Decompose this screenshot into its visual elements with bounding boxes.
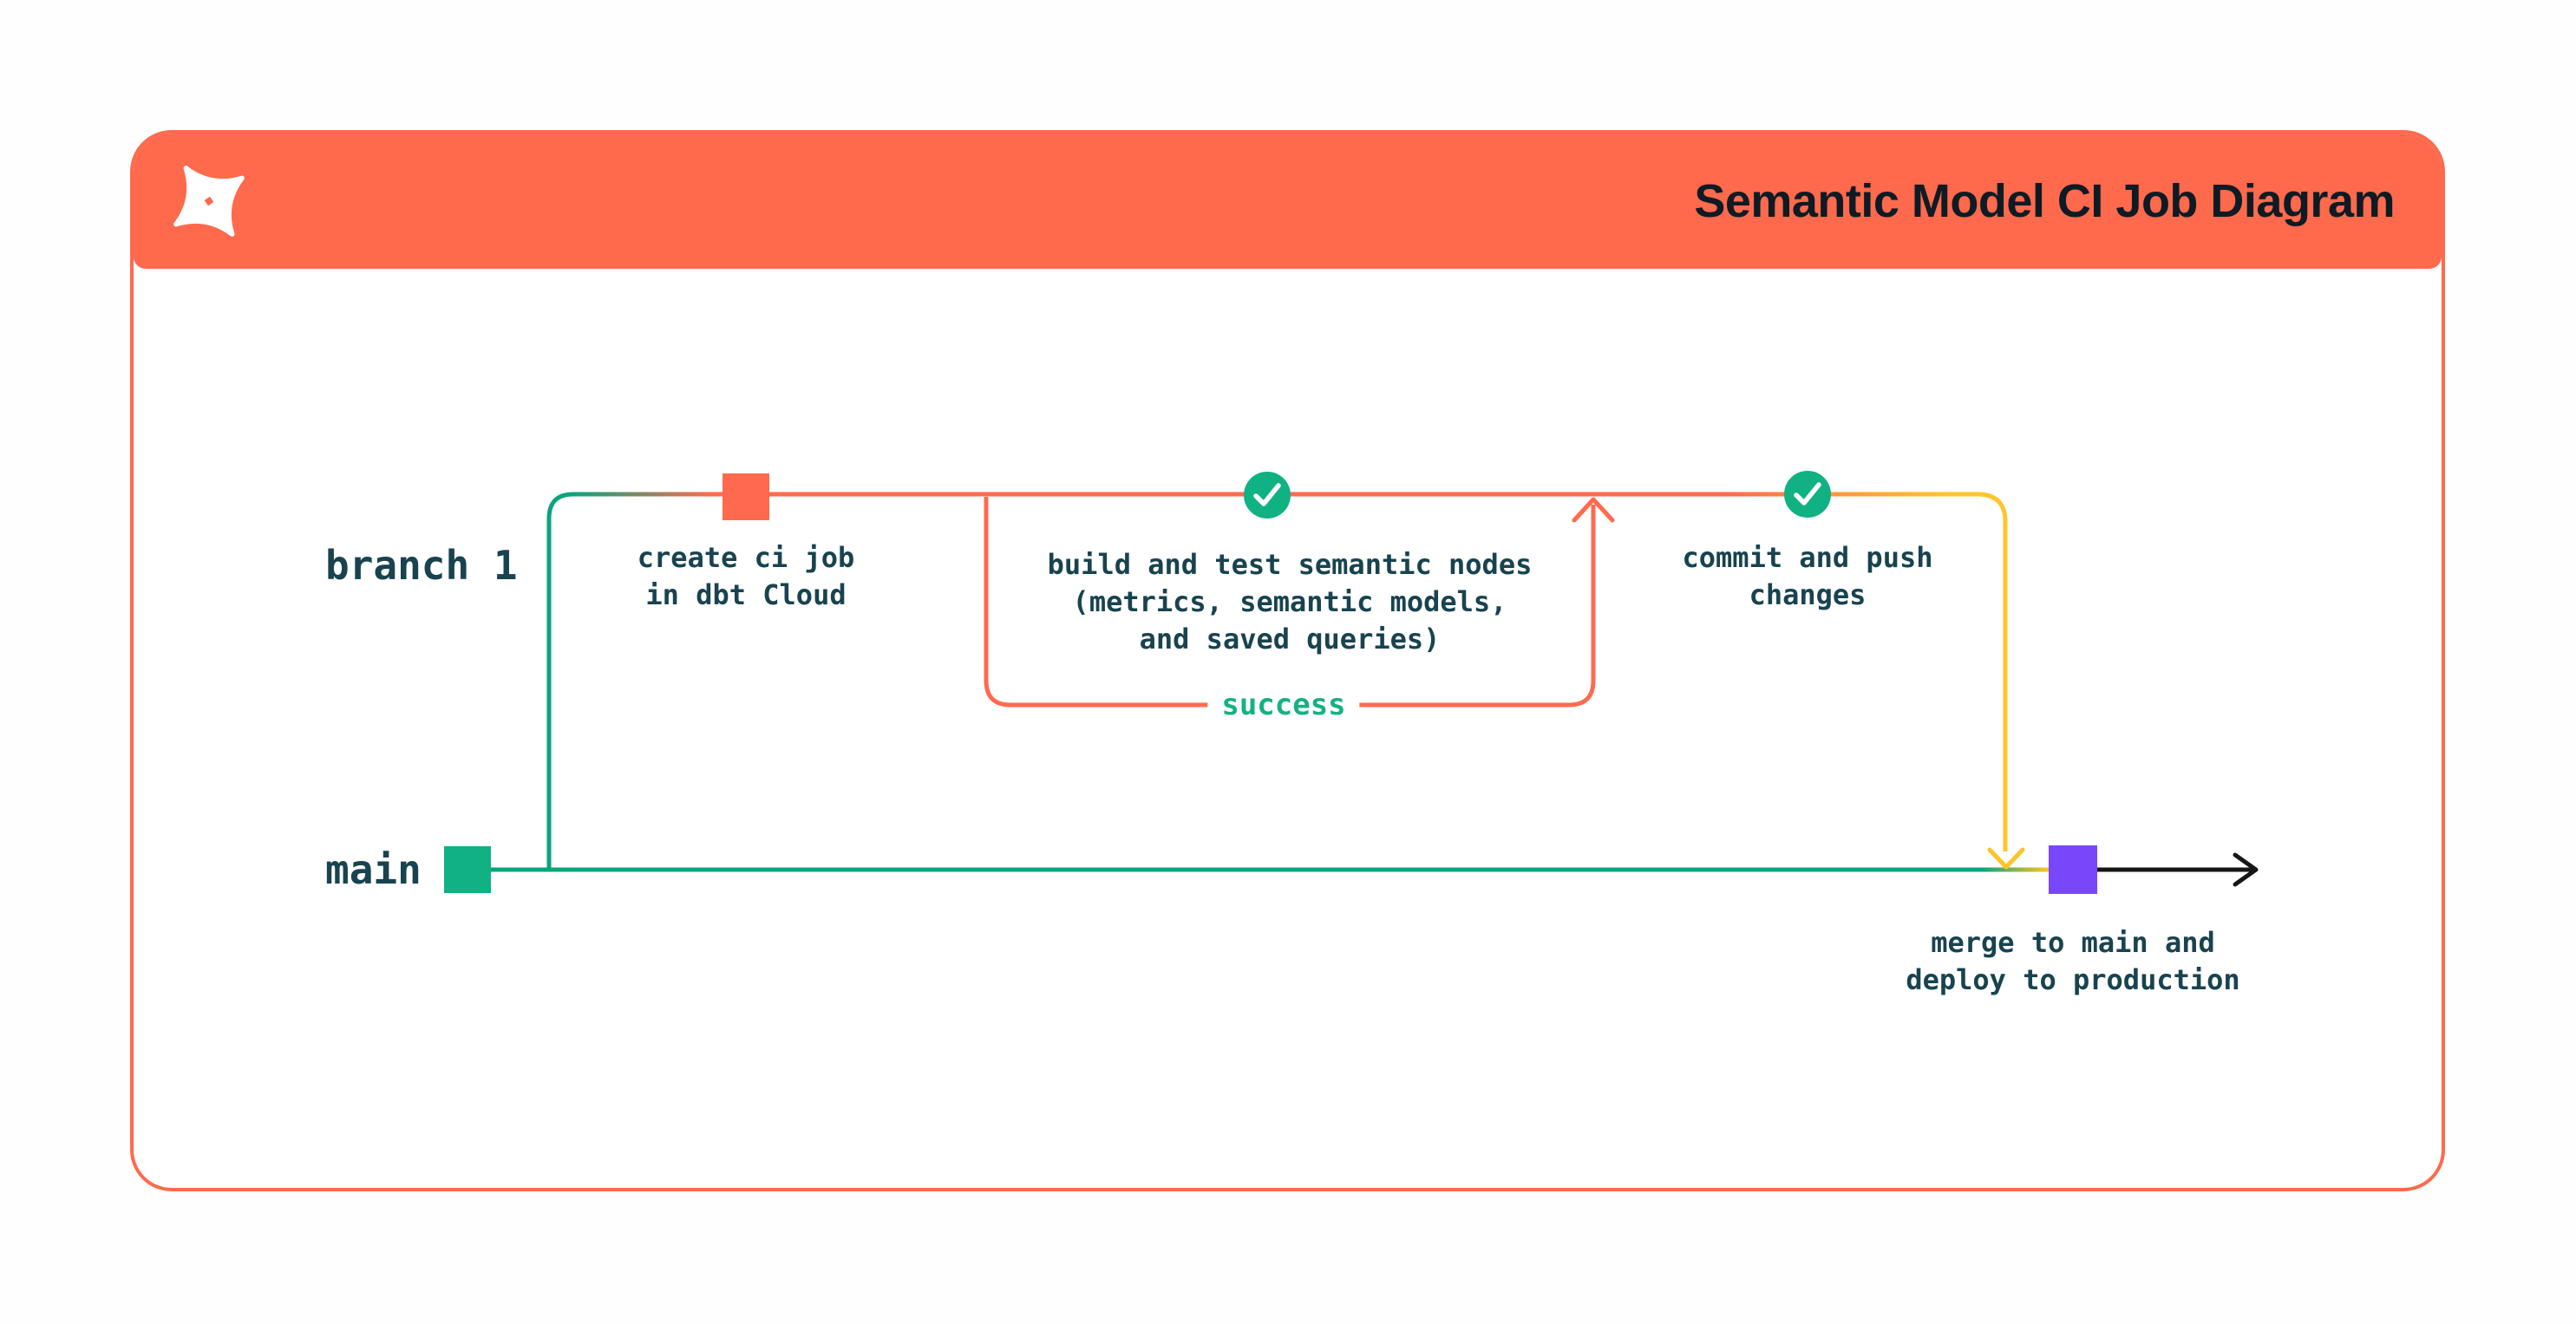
branch-line-vertical — [546, 492, 574, 868]
commit-push-label: commit and push changes — [1682, 541, 1933, 611]
build-test-check-icon — [1244, 472, 1291, 519]
create-ci-label: create ci job in dbt Cloud — [637, 541, 855, 611]
merge-commit-square — [2049, 845, 2097, 894]
build-test-label: build and test semantic nodes (metrics, … — [1047, 548, 1533, 655]
merge-deploy-label: merge to main and deploy to production — [1906, 926, 2240, 996]
diagram-card: Semantic Model CI Job Diagram — [130, 130, 2445, 1191]
header-bar: Semantic Model CI Job Diagram — [134, 134, 2442, 269]
main-label: main — [325, 846, 422, 893]
main-continue-arrow-icon — [2233, 852, 2259, 887]
branch-label: branch 1 — [325, 542, 518, 589]
commit-push-check-icon — [1784, 471, 1831, 518]
success-label: success — [1207, 686, 1360, 724]
merge-arrow-icon — [1987, 847, 2025, 870]
branch-line-yellow-drop — [1952, 492, 2008, 851]
success-loop-arrow-icon — [1572, 497, 1615, 523]
create-ci-commit-square — [722, 473, 769, 520]
dbt-logo-icon — [173, 166, 245, 237]
page-title: Semantic Model CI Job Diagram — [1694, 175, 2395, 227]
main-start-commit-square — [444, 846, 491, 893]
